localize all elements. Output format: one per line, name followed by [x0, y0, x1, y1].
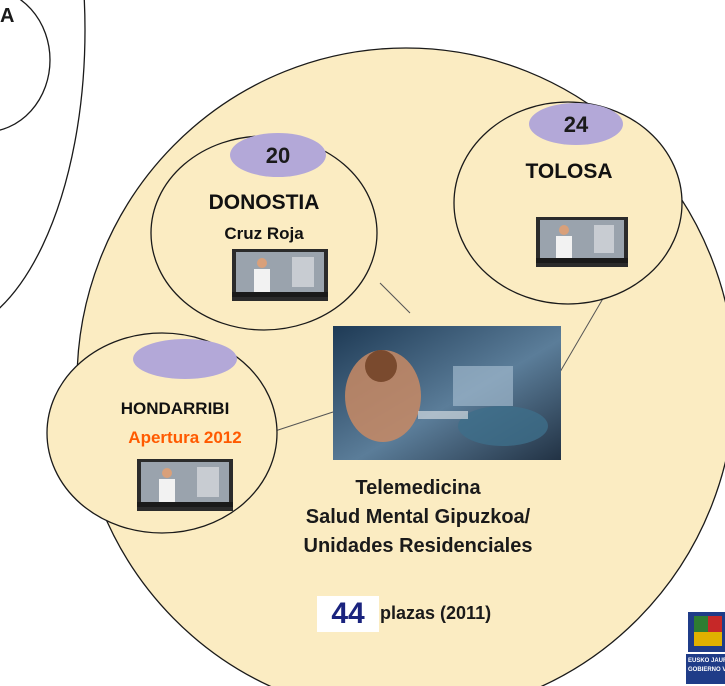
main-title-line-1: Telemedicina [355, 477, 481, 499]
hondarribi-count-pill [133, 339, 237, 379]
donostia-name: DONOSTIA [208, 191, 320, 214]
left-inner-circle [0, 0, 51, 131]
logo-line-2: GOBIERNO VA [688, 667, 725, 673]
donostia-count: 20 [265, 143, 291, 168]
telemedicine-photo [333, 326, 561, 460]
main-title-line-2: Salud Mental Gipuzkoa/ [305, 506, 531, 528]
left-circle-label: A [0, 5, 15, 27]
total-label: plazas (2011) [380, 603, 492, 623]
tolosa-count-pill [529, 103, 623, 145]
tolosa-count: 24 [563, 112, 589, 137]
donostia-count-pill [230, 133, 326, 177]
doctor-icon [254, 258, 270, 292]
tv-monitor-icon [232, 249, 328, 301]
doctor-icon [159, 468, 175, 502]
main-title: Telemedicina Salud Mental Gipuzkoa/ Unid… [268, 474, 568, 561]
total-number-box: 44 [317, 596, 379, 632]
connector-donostia [379, 282, 411, 314]
tv-monitor-icon [137, 459, 233, 511]
main-title-line-3: Unidades Residenciales [303, 535, 533, 557]
hondarribi-name: HONDARRIBI [120, 399, 230, 418]
government-logo: EUSKO JAURLAR GOBIERNO VA [686, 654, 725, 684]
tv-monitor-icon [536, 217, 628, 267]
doctor-icon [556, 225, 572, 258]
logo-line-1: EUSKO JAURLAR [688, 658, 725, 664]
tolosa-name: TOLOSA [525, 160, 613, 183]
donostia-subtitle: Cruz Roja [224, 224, 304, 243]
hondarribi-subtitle: Apertura 2012 [128, 428, 242, 447]
total-number: 44 [331, 597, 365, 630]
coat-of-arms-icon [688, 612, 725, 652]
connector-hondarribi [271, 411, 334, 433]
